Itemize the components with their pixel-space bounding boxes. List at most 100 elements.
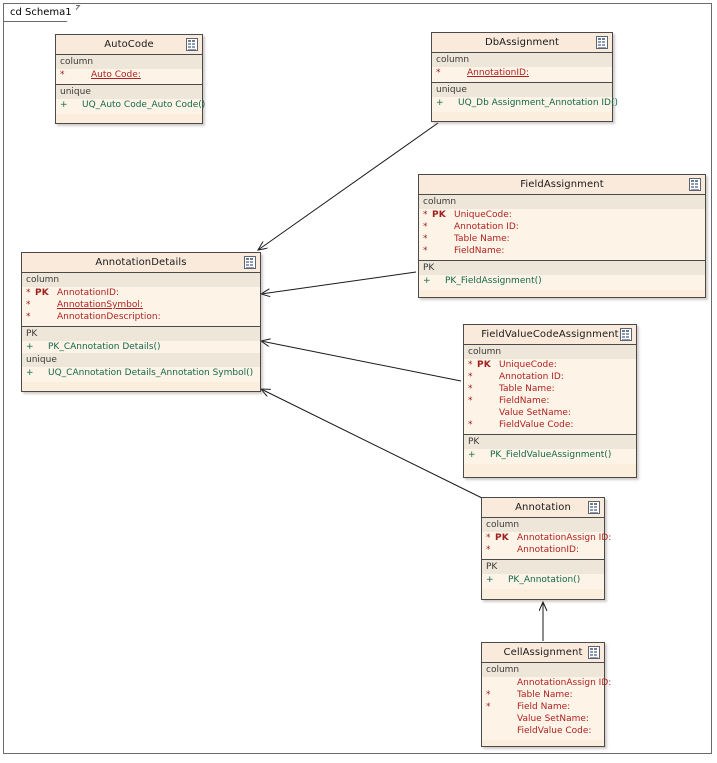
class-title-text: CellAssignment bbox=[503, 647, 583, 658]
attribute-row: AnnotationAssign ID: bbox=[482, 677, 611, 689]
attribute-name: FieldValue Code: bbox=[499, 420, 574, 430]
class-compartment-1: PK+ PK_FieldAssignment() bbox=[419, 261, 705, 290]
table-icon bbox=[186, 38, 198, 51]
attribute-name: Table Name: bbox=[517, 690, 573, 700]
class-title-text: AutoCode bbox=[104, 39, 154, 50]
attribute-name: FieldValue Code: bbox=[517, 726, 592, 736]
operation-visibility: + bbox=[468, 450, 476, 460]
attribute-required-mark: * bbox=[60, 70, 65, 80]
connector-fieldvaluecodeassignment-annotationdetails bbox=[261, 341, 462, 382]
attribute-required-mark: * bbox=[26, 312, 31, 322]
class-compartment-1: unique+UQ_Auto Code_Auto Code() bbox=[56, 85, 206, 114]
attribute-required-mark: * bbox=[423, 234, 428, 244]
attribute-row: *Table Name: bbox=[482, 689, 604, 701]
compartment-header: PK bbox=[22, 327, 260, 341]
class-compartment-0: column*AnnotationID: bbox=[432, 53, 612, 83]
operation-name: PK_CAnnotation Details() bbox=[48, 342, 161, 352]
compartment-header: PK bbox=[419, 261, 705, 275]
attribute-name: FieldName: bbox=[454, 246, 505, 256]
attribute-name: Value SetName: bbox=[517, 714, 589, 724]
operation-row: + PK_CAnnotation Details() bbox=[22, 341, 260, 353]
attribute-row: * Table Name: bbox=[419, 233, 705, 245]
connector-dbassignment-annotationdetails bbox=[258, 122, 439, 250]
attribute-row: * Annotation ID: bbox=[419, 221, 705, 233]
attribute-name: Annotation ID: bbox=[454, 222, 519, 232]
operation-row: + UQ_Auto Code_Auto Code() bbox=[56, 99, 206, 111]
operation-name: PK_FieldValueAssignment() bbox=[490, 450, 612, 460]
attribute-row: Value SetName: bbox=[482, 713, 604, 725]
class-title-dbassignment[interactable]: DbAssignment bbox=[432, 33, 612, 53]
operation-name: PK_Annotation() bbox=[508, 575, 581, 585]
operation-name: UQ_Db Assignment_Annotation ID() bbox=[458, 98, 618, 108]
operation-row: + PK_FieldValueAssignment() bbox=[464, 449, 636, 461]
attribute-pk-mark: PK bbox=[432, 210, 446, 220]
compartment-header-secondary: unique bbox=[22, 353, 260, 367]
attribute-row: *AnnotationSymbol: bbox=[22, 299, 260, 311]
attribute-row: * FieldValue Code: bbox=[464, 419, 636, 431]
attribute-row: Value SetName: bbox=[464, 407, 636, 419]
attribute-name: Table Name: bbox=[454, 234, 510, 244]
attribute-row: *FieldName: bbox=[464, 395, 636, 407]
attribute-row: * Annotation ID: bbox=[464, 371, 636, 383]
attribute-row: *AnnotationID: bbox=[482, 544, 604, 556]
class-title-text: FieldValueCodeAssignment bbox=[481, 329, 619, 340]
class-compartment-1: PK+PK_Annotation() bbox=[482, 560, 604, 589]
class-title-cellassignment[interactable]: CellAssignment bbox=[482, 643, 604, 663]
operation-name: UQ_Auto Code_Auto Code() bbox=[82, 100, 206, 110]
attribute-name: UniqueCode: bbox=[454, 210, 512, 220]
compartment-header: column bbox=[22, 273, 260, 287]
operation-visibility: + bbox=[423, 276, 431, 286]
attribute-name: Annotation ID: bbox=[499, 372, 564, 382]
compartment-header: column bbox=[464, 345, 636, 359]
class-title-fieldassignment[interactable]: FieldAssignment bbox=[419, 175, 705, 195]
connector-fieldassignment-annotationdetails bbox=[261, 271, 417, 294]
table-icon bbox=[620, 328, 632, 341]
attribute-required-mark: * bbox=[26, 288, 31, 298]
operation-visibility: + bbox=[60, 100, 68, 110]
attribute-required-mark: * bbox=[468, 420, 473, 430]
compartment-header: column bbox=[482, 518, 604, 532]
attribute-required-mark: * bbox=[423, 210, 428, 220]
class-title-text: AnnotationDetails bbox=[95, 257, 187, 268]
attribute-required-mark: * bbox=[436, 68, 441, 78]
attribute-name: FieldName: bbox=[499, 396, 550, 406]
attribute-required-mark: * bbox=[468, 360, 473, 370]
attribute-name: AnnotationID: bbox=[467, 68, 529, 78]
operation-row: + UQ_Db Assignment_Annotation ID() bbox=[432, 97, 618, 109]
attribute-row: * PK UniqueCode: bbox=[419, 209, 705, 221]
operation-visibility: + bbox=[26, 342, 34, 352]
class-title-annotationdetails[interactable]: AnnotationDetails bbox=[22, 253, 260, 273]
compartment-header: column bbox=[56, 55, 202, 69]
table-icon bbox=[588, 646, 600, 659]
attribute-required-mark: * bbox=[423, 222, 428, 232]
attribute-row: * AnnotationID: bbox=[432, 67, 612, 79]
attribute-pk-mark: PK bbox=[477, 360, 491, 370]
attribute-required-mark: * bbox=[423, 246, 428, 256]
attribute-required-mark: * bbox=[468, 372, 473, 382]
compartment-header: PK bbox=[464, 435, 636, 449]
operation-row: + PK_FieldAssignment() bbox=[419, 275, 705, 287]
compartment-header: column bbox=[482, 663, 604, 677]
operation-visibility: + bbox=[436, 98, 444, 108]
attribute-name: Field Name: bbox=[517, 702, 571, 712]
operation-name: PK_FieldAssignment() bbox=[445, 276, 542, 286]
class-title-fieldvaluecodeassignment[interactable]: FieldValueCodeAssignment bbox=[464, 325, 636, 345]
class-title-autocode[interactable]: AutoCode bbox=[56, 35, 202, 55]
table-icon bbox=[596, 36, 608, 49]
class-title-annotation[interactable]: Annotation bbox=[482, 498, 604, 518]
attribute-row: * Field Name: bbox=[482, 701, 604, 713]
attribute-required-mark: * bbox=[486, 702, 491, 712]
compartment-header: unique bbox=[432, 83, 612, 97]
attribute-row: *Table Name: bbox=[464, 383, 636, 395]
